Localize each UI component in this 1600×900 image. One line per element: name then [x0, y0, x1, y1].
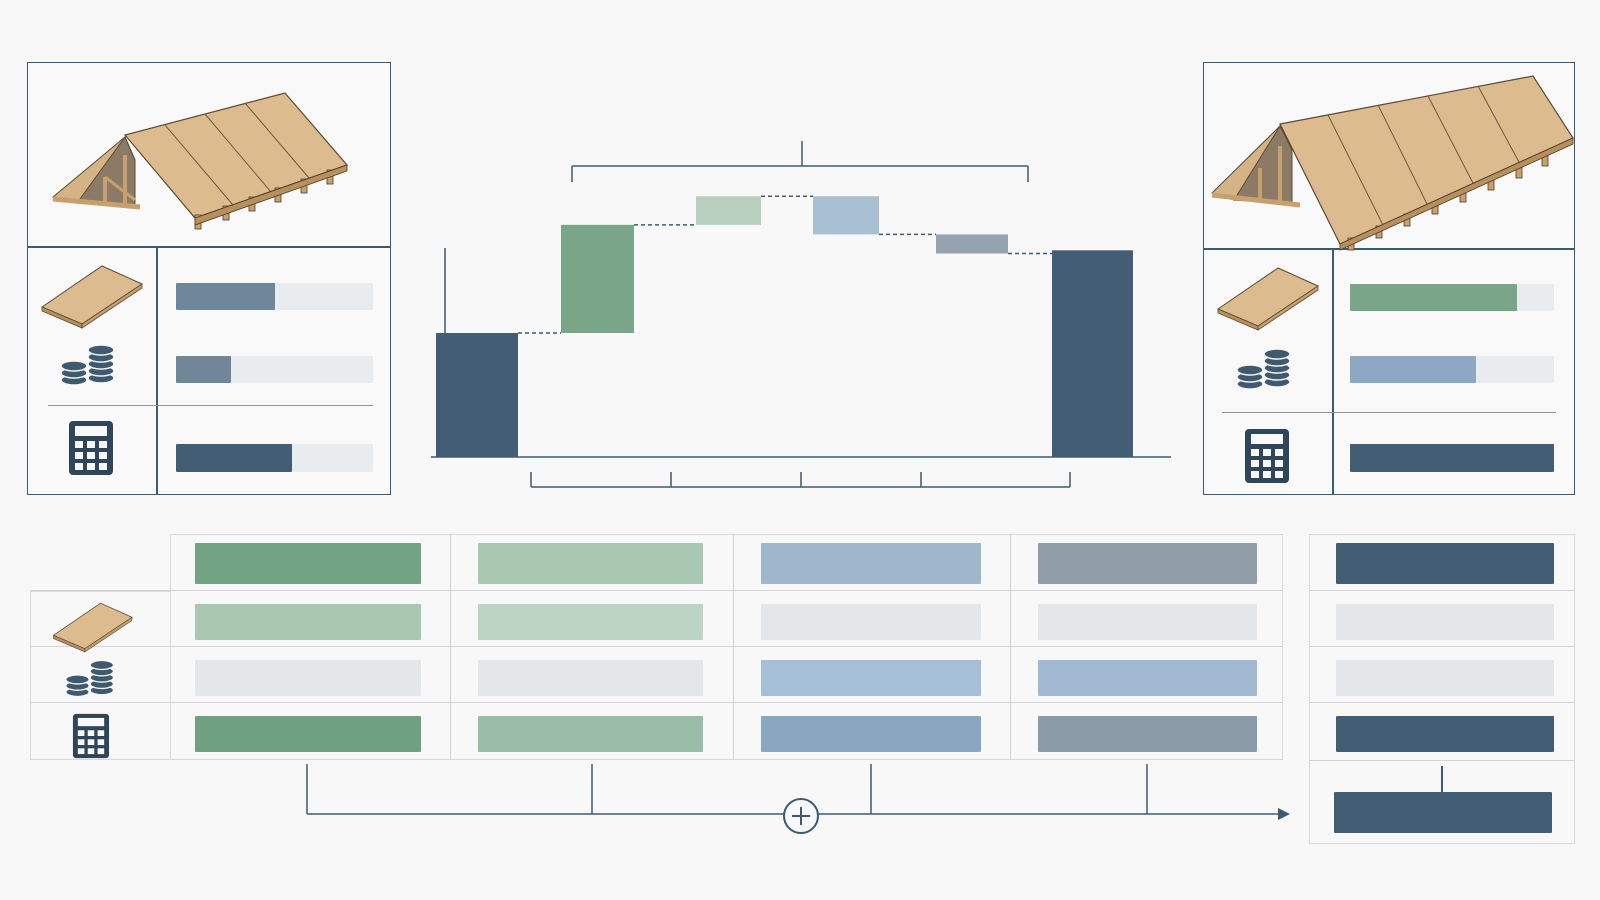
left-metric-bar-total — [176, 444, 293, 472]
calculator-icon-right — [1245, 429, 1289, 483]
matrix-header-cell-2 — [478, 543, 703, 584]
plywood-sheet-icon-row — [52, 602, 133, 653]
matrix-cell-3-1 — [761, 604, 981, 640]
result-header-cell — [1336, 543, 1554, 584]
roof-small-icon — [51, 92, 349, 230]
plus-circle-icon — [783, 798, 819, 834]
right-metric-bar-total — [1350, 444, 1554, 472]
matrix-col-line-2 — [733, 534, 734, 760]
matrix-cell-3-3 — [761, 716, 981, 752]
matrix-cell-4-1 — [1038, 604, 1257, 640]
result-sum-cell — [1334, 792, 1552, 833]
matrix-row-line-2 — [30, 646, 1283, 647]
matrix-row-line-3 — [30, 702, 1283, 703]
matrix-header-cell-1 — [195, 543, 421, 584]
result-cell-1 — [1336, 604, 1554, 640]
left-panel-row-divider — [48, 405, 373, 406]
result-row-line-4 — [1309, 760, 1575, 761]
matrix-cell-2-2 — [478, 660, 703, 696]
coin-stack-icon — [60, 344, 115, 386]
waterfall-bar-2 — [561, 224, 634, 333]
waterfall-chart — [431, 141, 1171, 488]
matrix-cell-3-2 — [761, 660, 981, 696]
matrix-cell-1-2 — [195, 660, 421, 696]
right-panel-col-divider — [1332, 249, 1334, 494]
matrix-cell-2-3 — [478, 716, 703, 752]
waterfall-bar-5 — [936, 234, 1008, 254]
matrix-col-line-1 — [450, 534, 451, 760]
left-panel-divider — [28, 246, 390, 248]
plywood-sheet-icon-right — [1216, 267, 1320, 331]
waterfall-bar-1 — [436, 332, 518, 457]
matrix-cell-1-3 — [195, 716, 421, 752]
result-cell-3 — [1336, 716, 1554, 752]
waterfall-bar-4 — [813, 196, 879, 235]
arrow-head — [1278, 808, 1290, 820]
right-panel-divider — [1204, 248, 1574, 250]
waterfall-bar-6 — [1052, 250, 1133, 457]
coin-stack-icon-right — [1236, 348, 1291, 390]
matrix-label-col — [30, 591, 171, 760]
result-frame — [1309, 534, 1575, 844]
result-row-line-2 — [1309, 646, 1575, 647]
left-metric-bar-sheathing — [176, 283, 275, 310]
plywood-sheet-icon — [40, 265, 144, 329]
matrix-cell-1-1 — [195, 604, 421, 640]
matrix-cell-4-2 — [1038, 660, 1257, 696]
right-metric-bar-cost — [1350, 356, 1477, 383]
result-link — [1441, 766, 1443, 792]
result-cell-2 — [1336, 660, 1554, 696]
coin-stack-icon-row — [65, 659, 115, 698]
right-panel-row-divider — [1222, 412, 1556, 413]
matrix-header-cell-4 — [1038, 543, 1257, 584]
waterfall-bar-3 — [696, 196, 761, 225]
result-row-line-3 — [1309, 702, 1575, 703]
left-panel-col-divider — [156, 247, 158, 494]
matrix-header-cell-3 — [761, 543, 981, 584]
matrix-cell-4-3 — [1038, 716, 1257, 752]
calculator-icon-row — [72, 713, 110, 759]
roof-large-icon — [1211, 75, 1574, 251]
left-metric-bar-cost — [176, 356, 232, 383]
calculator-icon — [69, 421, 113, 475]
matrix-col-line-3 — [1010, 534, 1011, 760]
matrix-cell-2-1 — [478, 604, 703, 640]
matrix-row-line-1 — [30, 590, 1283, 591]
right-metric-bar-sheathing — [1350, 284, 1518, 311]
result-row-line-1 — [1309, 590, 1575, 591]
